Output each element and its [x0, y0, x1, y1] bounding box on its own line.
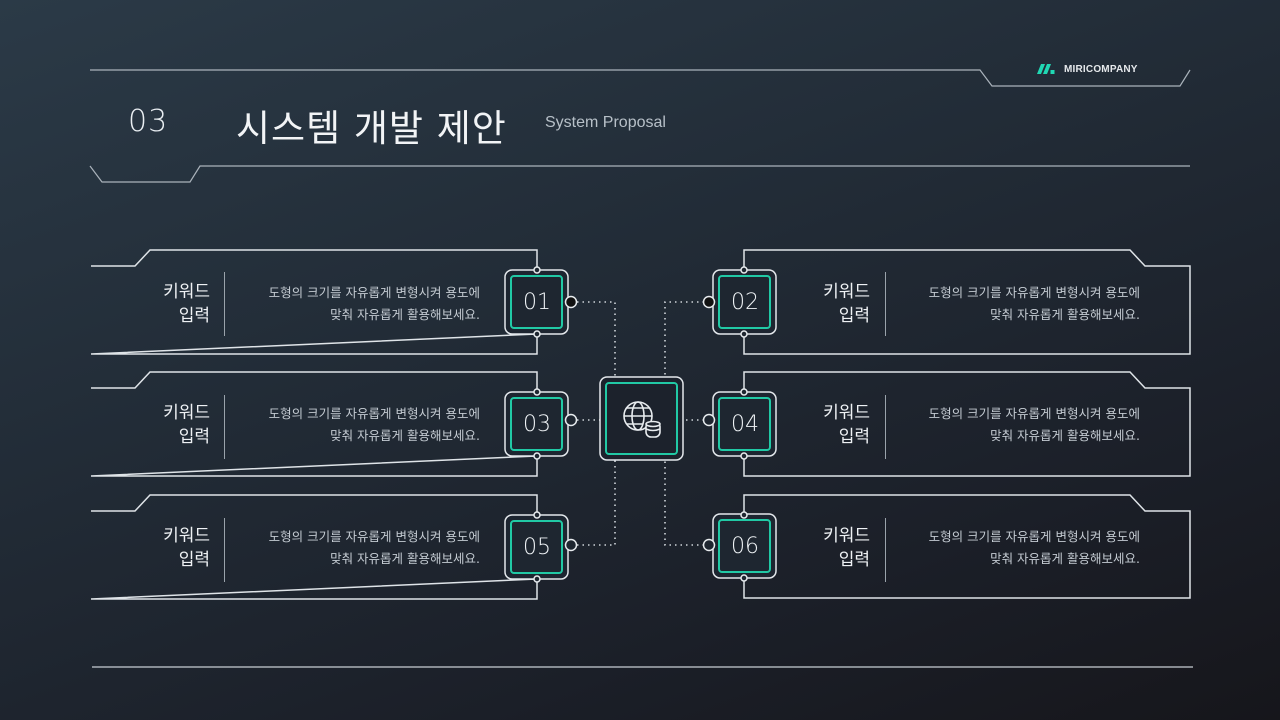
description-line1: 도형의 크기를 자유롭게 변형시켜 용도에 [928, 406, 1140, 421]
divider [885, 395, 886, 459]
description-line1: 도형의 크기를 자유롭게 변형시켜 용도에 [268, 529, 480, 544]
keyword-line1: 키워드 [823, 403, 870, 423]
page-subtitle: System Proposal [545, 114, 666, 131]
description-line2: 맞춰 자유롭게 활용해보세요. [990, 551, 1140, 566]
keyword-line1: 키워드 [823, 282, 870, 302]
keyword-line2: 입력 [178, 427, 210, 447]
description-line2: 맞춰 자유롭게 활용해보세요. [990, 307, 1140, 322]
keyword-line2: 입력 [178, 306, 210, 326]
miricompany-logo-icon [1036, 60, 1056, 79]
brand-name: MIRICOMPANY [1064, 64, 1138, 75]
globe-database-icon [619, 396, 665, 442]
node-number-02: 02 [731, 289, 759, 315]
brand-logo: MIRICOMPANY [1036, 60, 1138, 79]
divider [224, 272, 225, 336]
page-title: 시스템 개발 제안 [236, 107, 507, 150]
divider [885, 272, 886, 336]
node-number-06: 06 [731, 533, 759, 559]
description-line1: 도형의 크기를 자유롭게 변형시켜 용도에 [268, 285, 480, 300]
keyword-line1: 키워드 [163, 282, 210, 302]
divider [885, 518, 886, 582]
node-number-01: 01 [523, 289, 551, 315]
divider [224, 395, 225, 459]
keyword-line1: 키워드 [163, 403, 210, 423]
keyword-line1: 키워드 [823, 526, 870, 546]
node-number-04: 04 [731, 411, 759, 437]
description-line2: 맞춰 자유롭게 활용해보세요. [330, 551, 480, 566]
section-number: 03 [128, 104, 169, 139]
description-line1: 도형의 크기를 자유롭게 변형시켜 용도에 [268, 406, 480, 421]
description-line2: 맞춰 자유롭게 활용해보세요. [990, 428, 1140, 443]
keyword-line2: 입력 [838, 550, 870, 570]
keyword-line2: 입력 [178, 550, 210, 570]
node-number-05: 05 [523, 534, 551, 560]
divider [224, 518, 225, 582]
keyword-line2: 입력 [838, 427, 870, 447]
description-line1: 도형의 크기를 자유롭게 변형시켜 용도에 [928, 285, 1140, 300]
description-line1: 도형의 크기를 자유롭게 변형시켜 용도에 [928, 529, 1140, 544]
description-line2: 맞춰 자유롭게 활용해보세요. [330, 307, 480, 322]
description-line2: 맞춰 자유롭게 활용해보세요. [330, 428, 480, 443]
keyword-line2: 입력 [838, 306, 870, 326]
node-number-03: 03 [523, 411, 551, 437]
keyword-line1: 키워드 [163, 526, 210, 546]
